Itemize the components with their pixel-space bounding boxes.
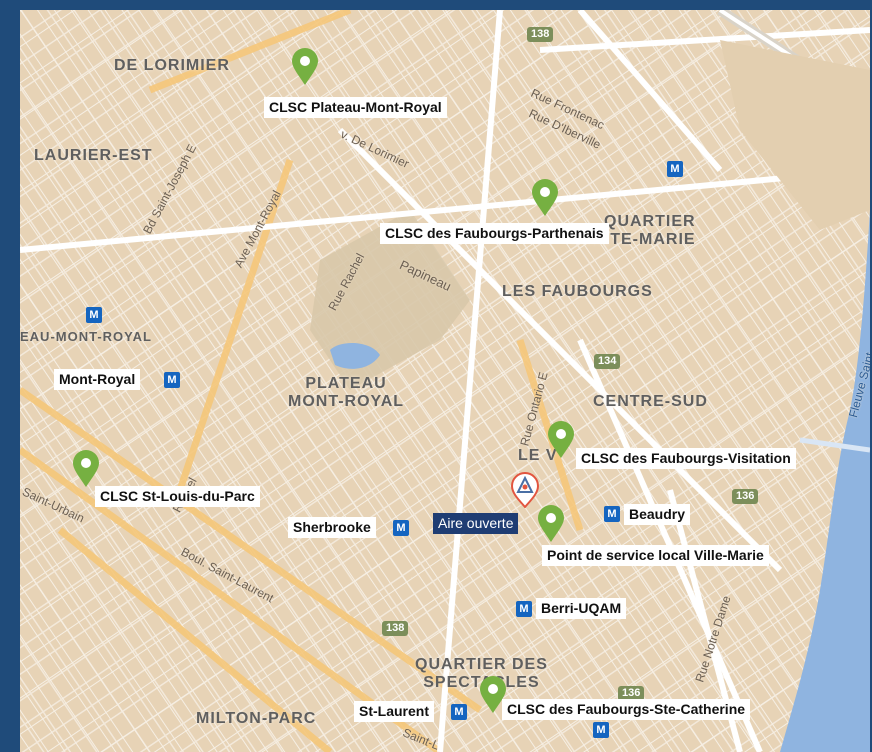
route-shield-icon: 138	[527, 27, 554, 42]
route-shield-icon: 136	[732, 489, 759, 504]
label-beaudry-station[interactable]: Beaudry	[624, 504, 691, 525]
area-milton-parc: MILTON-PARC	[196, 710, 317, 727]
label-st-laurent-station[interactable]: St-Laurent	[354, 701, 434, 722]
label-berri-uqam-station[interactable]: Berri-UQAM	[536, 598, 627, 619]
metro-icon: M	[667, 161, 683, 177]
green-location-pin-icon[interactable]	[291, 48, 319, 86]
area-plateau-mont-royal-west: EAU-MONT-ROYAL	[20, 329, 152, 344]
label-clsc-faubourgs-parthenais[interactable]: CLSC des Faubourgs-Parthenais	[380, 223, 609, 244]
label-clsc-st-louis-du-parc[interactable]: CLSC St-Louis-du-Parc	[95, 486, 260, 507]
metro-icon: M	[516, 601, 532, 617]
green-location-pin-icon[interactable]	[547, 421, 575, 459]
area-centre-sud: CENTRE-SUD	[593, 393, 708, 410]
metro-icon: M	[604, 506, 620, 522]
label-mont-royal-station[interactable]: Mont-Royal	[54, 369, 141, 390]
route-shield-icon: 134	[594, 354, 621, 369]
map-base	[20, 10, 870, 752]
red-location-pin-icon[interactable]	[510, 472, 540, 508]
metro-icon: M	[593, 722, 609, 738]
area-plateau-mont-royal: PLATEAU MONT-ROYAL	[288, 375, 405, 410]
green-location-pin-icon[interactable]	[72, 450, 100, 488]
green-location-pin-icon[interactable]	[531, 179, 559, 217]
label-point-de-service-ville-marie[interactable]: Point de service local Ville-Marie	[542, 545, 769, 566]
metro-icon: M	[393, 520, 409, 536]
map-canvas[interactable]: DE LORIMIER LAURIER-EST QUARTIER SAINTE-…	[20, 10, 870, 752]
area-les-faubourgs: LES FAUBOURGS	[502, 283, 653, 300]
area-le-v: LE V	[518, 447, 558, 464]
green-location-pin-icon[interactable]	[537, 505, 565, 543]
label-sherbrooke-station[interactable]: Sherbrooke	[288, 517, 376, 538]
metro-icon: M	[164, 372, 180, 388]
area-quartier-des-spectacles: QUARTIER DES SPECTACLES	[415, 656, 548, 691]
metro-icon: M	[86, 307, 102, 323]
route-shield-icon: 136	[618, 686, 645, 701]
area-laurier-est: LAURIER-EST	[34, 147, 153, 164]
area-de-lorimier: DE LORIMIER	[114, 57, 230, 74]
route-shield-icon: 138	[382, 621, 409, 636]
label-clsc-plateau-mont-royal[interactable]: CLSC Plateau-Mont-Royal	[264, 97, 447, 118]
label-clsc-faubourgs-ste-catherine[interactable]: CLSC des Faubourgs-Ste-Catherine	[502, 699, 751, 720]
label-clsc-faubourgs-visitation[interactable]: CLSC des Faubourgs-Visitation	[576, 448, 796, 469]
label-aire-ouverte[interactable]: Aire ouverte	[433, 513, 519, 534]
metro-icon: M	[451, 704, 467, 720]
green-location-pin-icon[interactable]	[479, 676, 507, 714]
